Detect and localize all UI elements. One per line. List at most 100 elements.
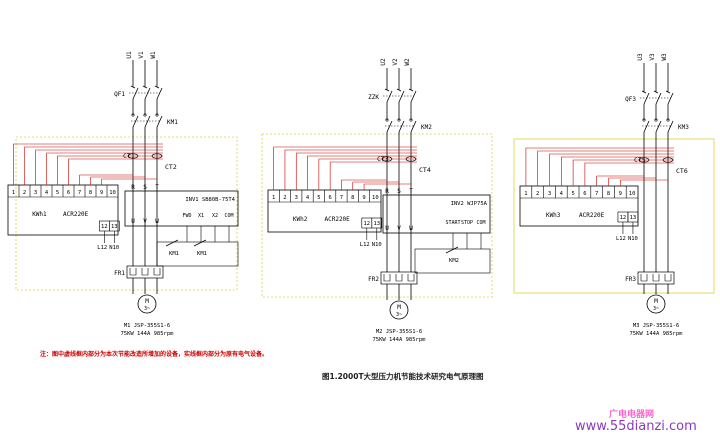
aux-terminal-13: 13 (111, 224, 118, 230)
meter-signal-wire (584, 162, 674, 186)
breaker-blade (132, 87, 139, 100)
km-aux-label: KM2 (449, 258, 459, 264)
unit-boundary-box (513, 138, 715, 294)
unit-boundary-box (261, 133, 493, 298)
breaker-blade (643, 92, 650, 105)
motor-rating: 75KW 144A 985rpm (373, 337, 427, 343)
inverter-input-r: R (385, 188, 389, 195)
motor-symbol (646, 294, 666, 314)
breaker-label: QF3 (625, 96, 636, 103)
aux-terminal-12: 12 (101, 224, 108, 230)
inverter-output-v: V (397, 225, 401, 232)
meter-terminal-1: 1 (12, 190, 15, 196)
contactor-contact (397, 118, 401, 122)
meter-terminal-2: 2 (536, 191, 539, 197)
contactor-contact (155, 113, 159, 117)
meter-terminal-8: 8 (89, 190, 92, 196)
meter-signal-wire (525, 147, 674, 186)
meter-terminal-6: 6 (328, 195, 331, 201)
aux-label-n: N10 (109, 245, 119, 251)
meter-terminal-10: 10 (629, 191, 636, 197)
phase-label-u3: U3 (637, 53, 644, 61)
meter-terminal-7: 7 (595, 191, 598, 197)
meter-terminal-1: 1 (524, 191, 527, 197)
meter-terminal-4: 4 (45, 190, 49, 196)
overload-heater (664, 274, 672, 282)
meter-signal-wire (329, 161, 417, 190)
aux-terminal-13: 13 (630, 215, 637, 221)
breaker-blade (386, 90, 393, 103)
phase-label-w2: W2 (404, 58, 411, 66)
meter-terminal-7: 7 (78, 190, 81, 196)
overload-label: FR1 (114, 270, 125, 277)
overload-label: FR2 (368, 276, 379, 283)
motor-model: M3 JSP-355S1-6 (633, 323, 679, 329)
breaker-mark (653, 90, 659, 94)
control-loop (414, 248, 491, 274)
inverter-control-com: COM (224, 213, 233, 219)
inverter-input-t: T (155, 184, 159, 191)
meter-name: KWh3 (546, 212, 561, 219)
meter-terminal-5: 5 (317, 195, 320, 201)
inverter-control-com: COM (476, 220, 485, 226)
ct2-label: CT2 (165, 163, 177, 171)
breaker-blade (398, 90, 405, 103)
contactor-contact (666, 118, 670, 122)
contactor-label: KM2 (421, 124, 432, 131)
motor-phase-mark: 3~ (653, 306, 659, 312)
meter-terminal-4: 4 (306, 195, 310, 201)
aux-terminal-12: 12 (620, 215, 627, 221)
breaker-blade (144, 87, 151, 100)
contactor-blade (144, 115, 151, 128)
aux-terminal-12: 12 (363, 221, 370, 227)
contactor-blade (655, 120, 662, 133)
breaker-mark (408, 88, 414, 92)
inverter-model: INV1 SB80B-75T4 (185, 197, 235, 203)
meter-terminal-10: 10 (109, 190, 116, 196)
km-aux-contact (165, 239, 179, 247)
km-aux-label: KM1 (197, 251, 207, 257)
contactor-blade (667, 120, 674, 133)
meter-terminal-6: 6 (583, 191, 586, 197)
inverter-control-x2: X2 (212, 213, 218, 219)
breaker-label: ZZK (368, 94, 379, 101)
overload-heater (395, 274, 403, 282)
control-loop (156, 241, 239, 267)
inverter-model: INV2 WJP75A (451, 201, 488, 207)
aux-label-n: N10 (372, 242, 382, 248)
meter-terminal-8: 8 (607, 191, 610, 197)
breaker-label: QF1 (114, 91, 125, 98)
meter-signal-wire (13, 143, 163, 185)
motor-model: M2 JSP-355S1-6 (376, 329, 422, 335)
meter-signal-wire (273, 146, 417, 190)
overload-relay-box (126, 265, 164, 279)
meter-signal-wire (318, 158, 417, 190)
meter-terminal-3: 3 (548, 191, 551, 197)
meter-signal-wire (560, 156, 674, 186)
meter-terminal-3: 3 (34, 190, 37, 196)
overload-heater (640, 274, 648, 282)
contactor-contact (143, 113, 147, 117)
meter-name: KWh1 (32, 211, 47, 218)
meter-signal-wire (35, 149, 163, 185)
inverter-control-stop: STOP (461, 220, 473, 226)
contactor-blade (386, 120, 393, 133)
inverter-control-fwd: FWD (182, 213, 191, 219)
figure-note: 注：图中虚线框内部分为本次节能改造所增加的设备，实线框内部分为原有电气设备。 (40, 351, 269, 358)
meter-terminal-2: 2 (23, 190, 26, 196)
inverter-input-t: T (409, 188, 413, 195)
meter-terminal-10: 10 (372, 195, 379, 201)
contactor-blade (643, 120, 650, 133)
meter-terminal-9: 9 (362, 195, 365, 201)
motor-phase-mark: 3~ (396, 312, 402, 318)
contactor-contact (409, 118, 413, 122)
inverter-control-start: START (445, 220, 460, 226)
motor-letter: M (654, 298, 658, 305)
aux-label-l: L12 (97, 245, 107, 251)
breaker-blade (410, 90, 417, 103)
breaker-mark (396, 88, 402, 92)
aux-label-n: N10 (628, 236, 638, 242)
meter-model: ACR220E (325, 216, 351, 223)
